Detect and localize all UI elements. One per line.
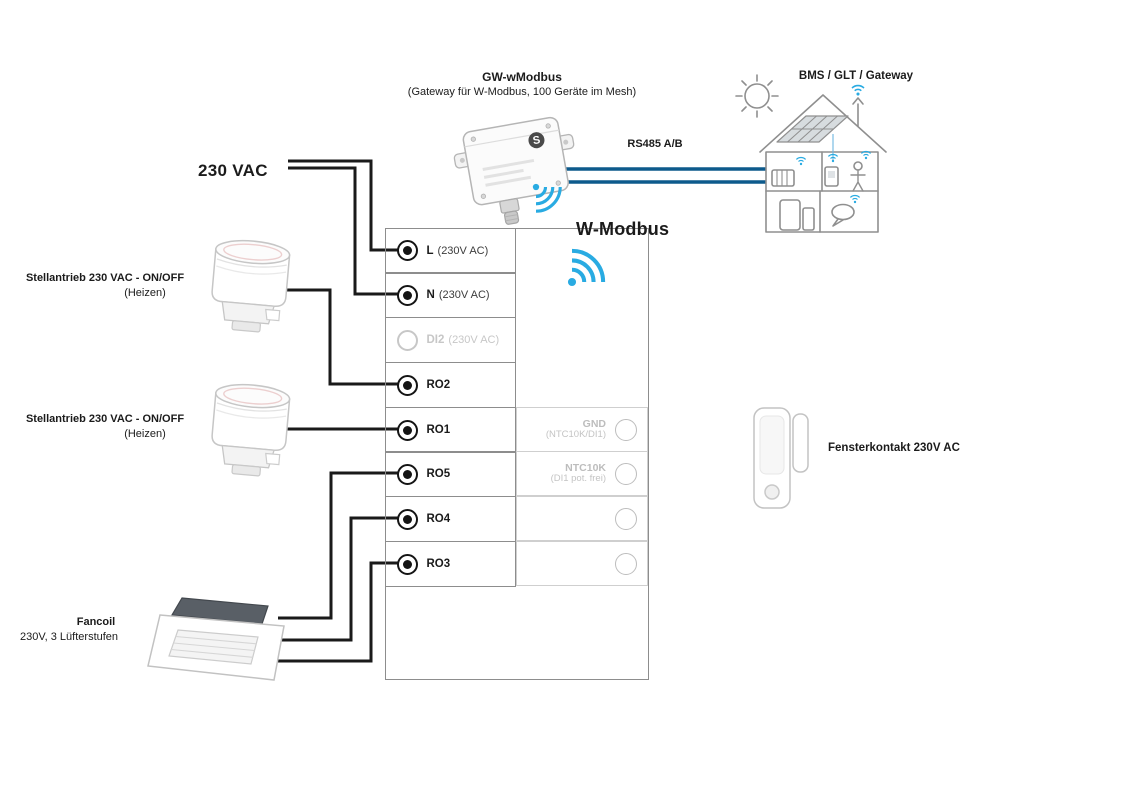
solar-panel-icon bbox=[776, 115, 849, 143]
terminal-row-ntc10k: NTC10K (DI1 pot. frei) bbox=[516, 451, 648, 496]
bms-house-illustration bbox=[735, 74, 887, 233]
gateway-logo-icon: S bbox=[528, 132, 545, 149]
house-wireless-accents bbox=[795, 84, 872, 204]
actuator2-label: Stellantrieb 230 VAC - ON/OFF bbox=[25, 413, 185, 425]
power-230vac-label: 230 VAC bbox=[198, 161, 268, 180]
wmodbus-label: W-Modbus bbox=[576, 219, 670, 239]
wire-group bbox=[278, 159, 399, 663]
terminal-circle-spare2 bbox=[615, 552, 637, 575]
terminal-block: L(230V AC) N(230V AC) DI2(230V AC) RO2 R… bbox=[384, 227, 649, 680]
actuator2-sublabel: (Heizen) bbox=[124, 428, 166, 440]
window-contact-illustration bbox=[753, 407, 809, 509]
fancoil-label: Fancoil bbox=[76, 616, 116, 628]
wire-230vac-to-N bbox=[288, 166, 399, 296]
window-contact-label: Fensterkontakt 230V AC bbox=[828, 442, 960, 454]
terminal-row-spare1 bbox=[516, 496, 648, 541]
terminal-label-n: N(230V AC) bbox=[426, 289, 490, 301]
bms-label: BMS / GLT / Gateway bbox=[798, 70, 914, 82]
actuator2-illustration bbox=[208, 381, 292, 479]
actuator1-label: Stellantrieb 230 VAC - ON/OFF bbox=[25, 272, 185, 284]
speech-bubble-icon bbox=[831, 203, 855, 227]
wire-actuator1-to-RO2 bbox=[284, 288, 399, 386]
terminal-circle-ro2 bbox=[396, 374, 418, 396]
terminal-circle-di2 bbox=[396, 329, 418, 351]
terminal-label-l: L(230V AC) bbox=[426, 244, 489, 257]
fancoil-sublabel: 230V, 3 Lüfterstufen bbox=[19, 631, 119, 643]
terminal-label-ntc10k: NTC10K (DI1 pot. frei) bbox=[550, 462, 606, 485]
terminal-label-ro1: RO1 bbox=[426, 424, 451, 436]
terminal-row-ro2: RO2 bbox=[384, 362, 516, 408]
terminal-label-ro4: RO4 bbox=[426, 513, 451, 525]
gateway-title: GW-wModbus bbox=[482, 70, 562, 84]
wire-fancoil-to-RO5 bbox=[278, 471, 399, 620]
sun-icon bbox=[735, 74, 779, 118]
wire-230vac-to-L bbox=[288, 159, 399, 252]
terminal-row-ro3: RO3 bbox=[384, 541, 516, 587]
radiator-icon bbox=[771, 169, 795, 187]
terminal-row-ro4: RO4 bbox=[384, 496, 516, 542]
rs485-bus-lines bbox=[556, 167, 766, 184]
svg-text:S: S bbox=[532, 134, 541, 147]
terminal-circle-ro4 bbox=[396, 508, 418, 530]
terminal-label-ro5: RO5 bbox=[426, 468, 451, 480]
terminal-circle-ro3 bbox=[396, 553, 418, 575]
terminal-row-di2: DI2(230V AC) bbox=[384, 317, 516, 363]
terminal-row-ro5: RO5 bbox=[384, 451, 516, 497]
terminal-row-l: L(230V AC) bbox=[384, 227, 516, 274]
wire-fancoil-to-RO4 bbox=[278, 516, 399, 642]
wire-fancoil-to-RO3 bbox=[278, 561, 399, 663]
gateway-illustration: S bbox=[453, 116, 575, 225]
terminal-label-gnd: GND (NTC10K/DI1) bbox=[545, 418, 606, 441]
gateway-subtitle: (Gateway für W-Modbus, 100 Geräte im Mes… bbox=[407, 86, 637, 98]
actuator1-sublabel: (Heizen) bbox=[124, 287, 166, 299]
terminal-circle-l bbox=[396, 240, 418, 261]
terminal-circle-spare1 bbox=[615, 507, 637, 530]
terminal-row-ro1: RO1 bbox=[384, 407, 516, 453]
thermostat-icon bbox=[824, 166, 839, 187]
terminal-row-spare2 bbox=[516, 541, 648, 586]
terminal-circle-gnd bbox=[615, 418, 637, 441]
terminal-circle-n bbox=[396, 284, 418, 306]
terminal-circle-ntc10k bbox=[615, 462, 637, 485]
terminal-circle-ro5 bbox=[396, 463, 418, 485]
antenna-icon bbox=[852, 97, 864, 127]
boiler-icon bbox=[779, 199, 815, 231]
person-icon bbox=[850, 161, 866, 192]
terminal-row-n: N(230V AC) bbox=[384, 272, 516, 318]
terminal-row-gnd: GND (NTC10K/DI1) bbox=[516, 407, 648, 452]
cable-gland-icon bbox=[499, 198, 520, 225]
actuator1-illustration bbox=[208, 237, 292, 335]
terminal-label-ro3: RO3 bbox=[426, 558, 451, 570]
fancoil-illustration bbox=[147, 597, 285, 681]
terminal-circle-ro1 bbox=[396, 419, 418, 441]
house-room-dividers bbox=[819, 151, 823, 233]
rs485-label: RS485 A/B bbox=[627, 138, 683, 150]
house-roof bbox=[759, 94, 887, 153]
terminal-label-di2: DI2(230V AC) bbox=[426, 334, 500, 346]
terminal-label-ro2: RO2 bbox=[426, 379, 451, 391]
